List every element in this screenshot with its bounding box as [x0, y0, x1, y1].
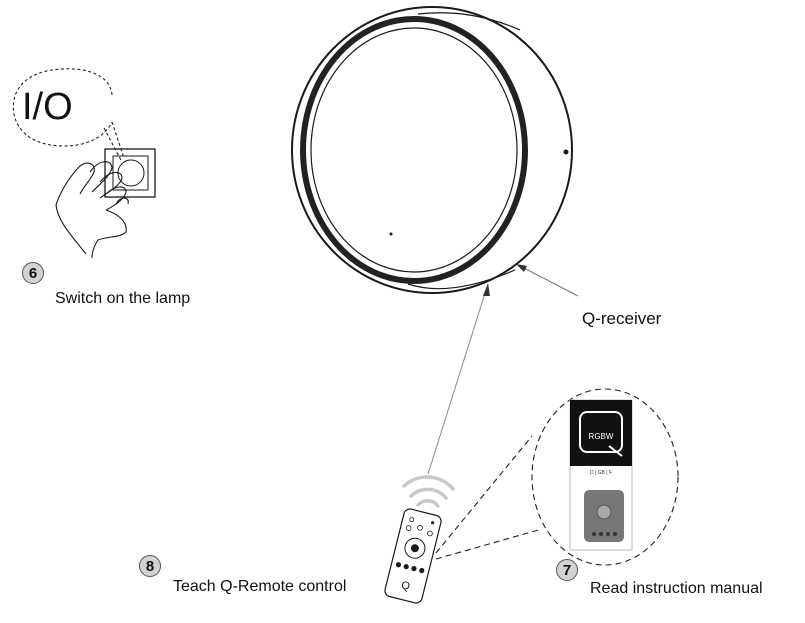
step-7-label: Read instruction manual — [590, 580, 763, 597]
signal-waves-icon — [402, 475, 455, 508]
manual-callout-bubble — [435, 388, 679, 566]
remote-logo: Q — [400, 579, 412, 593]
q-remote-control: Q — [384, 508, 442, 604]
q-receiver-arrow — [516, 264, 579, 297]
manual-product: RGBW — [589, 432, 614, 441]
instruction-manual — [569, 399, 633, 551]
io-callout-bubble — [12, 68, 125, 163]
hand-icon — [55, 161, 129, 259]
step-8-number: 8 — [139, 555, 161, 577]
manual-languages: D | GB | F — [590, 470, 612, 476]
wall-switch — [104, 148, 156, 198]
step-7-number: 7 — [556, 559, 578, 581]
switch-symbol-label: I/O — [22, 86, 73, 128]
q-receiver-label: Q-receiver — [582, 309, 662, 328]
step-8-label: Teach Q-Remote control — [173, 578, 347, 595]
signal-arrow — [427, 283, 490, 475]
ceiling-lamp — [291, 6, 573, 294]
step-6-label: Switch on the lamp — [55, 290, 191, 307]
step-6-number: 6 — [22, 262, 44, 284]
